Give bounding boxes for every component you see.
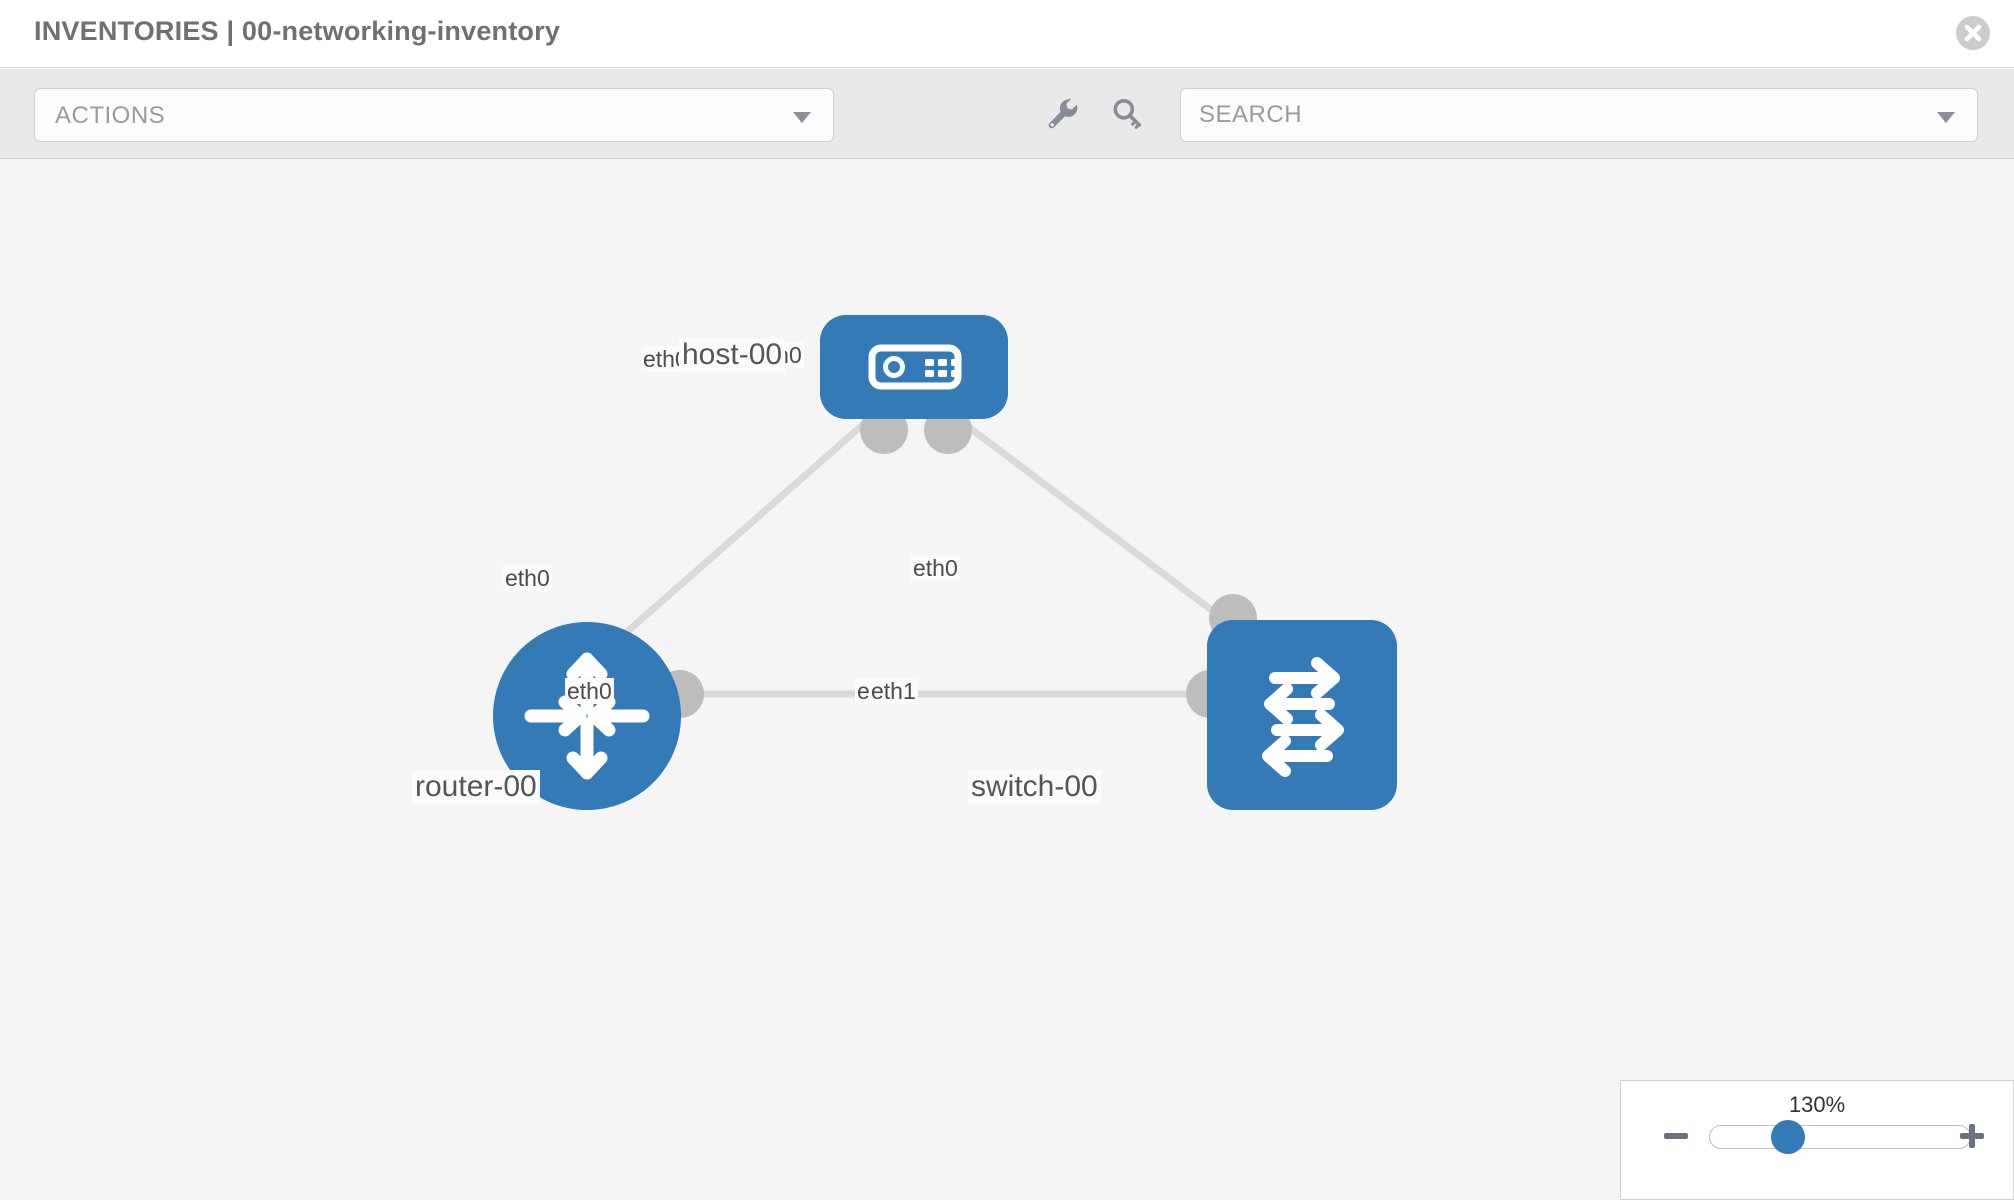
topology-node-host-00[interactable] (820, 315, 1008, 419)
node-label-switch-00: switch-00 (968, 770, 1101, 805)
settings-wrench-button[interactable] (1040, 91, 1084, 135)
credentials-key-button[interactable] (1105, 91, 1149, 135)
edge-label-router-up-eth0: eth0 (503, 565, 552, 592)
minus-icon (1664, 1133, 1688, 1139)
page-title: INVENTORIES | 00-networking-inventory (34, 16, 561, 46)
zoom-slider-thumb[interactable] (1771, 1120, 1805, 1154)
edge-host-switch (959, 419, 1241, 633)
key-icon (1113, 98, 1142, 129)
topology-node-switch-00[interactable] (1207, 620, 1397, 810)
zoom-level-value: 130% (1788, 1092, 1846, 1117)
switch-arrows-icon (1262, 657, 1344, 777)
toolbar: ACTIONS (0, 69, 2014, 159)
server-icon (868, 344, 962, 390)
actions-dropdown-label: ACTIONS (55, 102, 166, 129)
node-label-host-00: host-00 (679, 338, 786, 373)
close-icon (1964, 24, 1982, 42)
search-chevron-down-icon[interactable] (1937, 112, 1955, 123)
actions-dropdown[interactable]: ACTIONS (34, 88, 834, 142)
page-header: INVENTORIES | 00-networking-inventory (0, 0, 2014, 68)
plus-icon (1960, 1124, 1984, 1148)
zoom-control-panel: 130% (1620, 1080, 2014, 1200)
chevron-down-icon (793, 112, 811, 123)
close-button[interactable] (1956, 16, 1990, 50)
search-box[interactable] (1180, 88, 1978, 142)
topology-canvas[interactable]: eth0 eth0 eth0 eth0 eth0 eth0 eth1 host-… (0, 160, 2014, 1200)
edge-label-switch-left-eth1: eth1 (869, 678, 918, 705)
zoom-out-button[interactable] (1661, 1121, 1691, 1151)
edge-label-switch-up-eth0: eth0 (911, 555, 960, 582)
edge-label-router-right-eth0: eth0 (565, 678, 614, 705)
search-input[interactable] (1199, 89, 1899, 141)
node-label-router-00: router-00 (412, 770, 540, 805)
edge-host-router (609, 419, 869, 648)
wrench-icon (1048, 98, 1078, 129)
zoom-slider-track[interactable] (1709, 1125, 1971, 1149)
zoom-in-button[interactable] (1957, 1121, 1987, 1151)
